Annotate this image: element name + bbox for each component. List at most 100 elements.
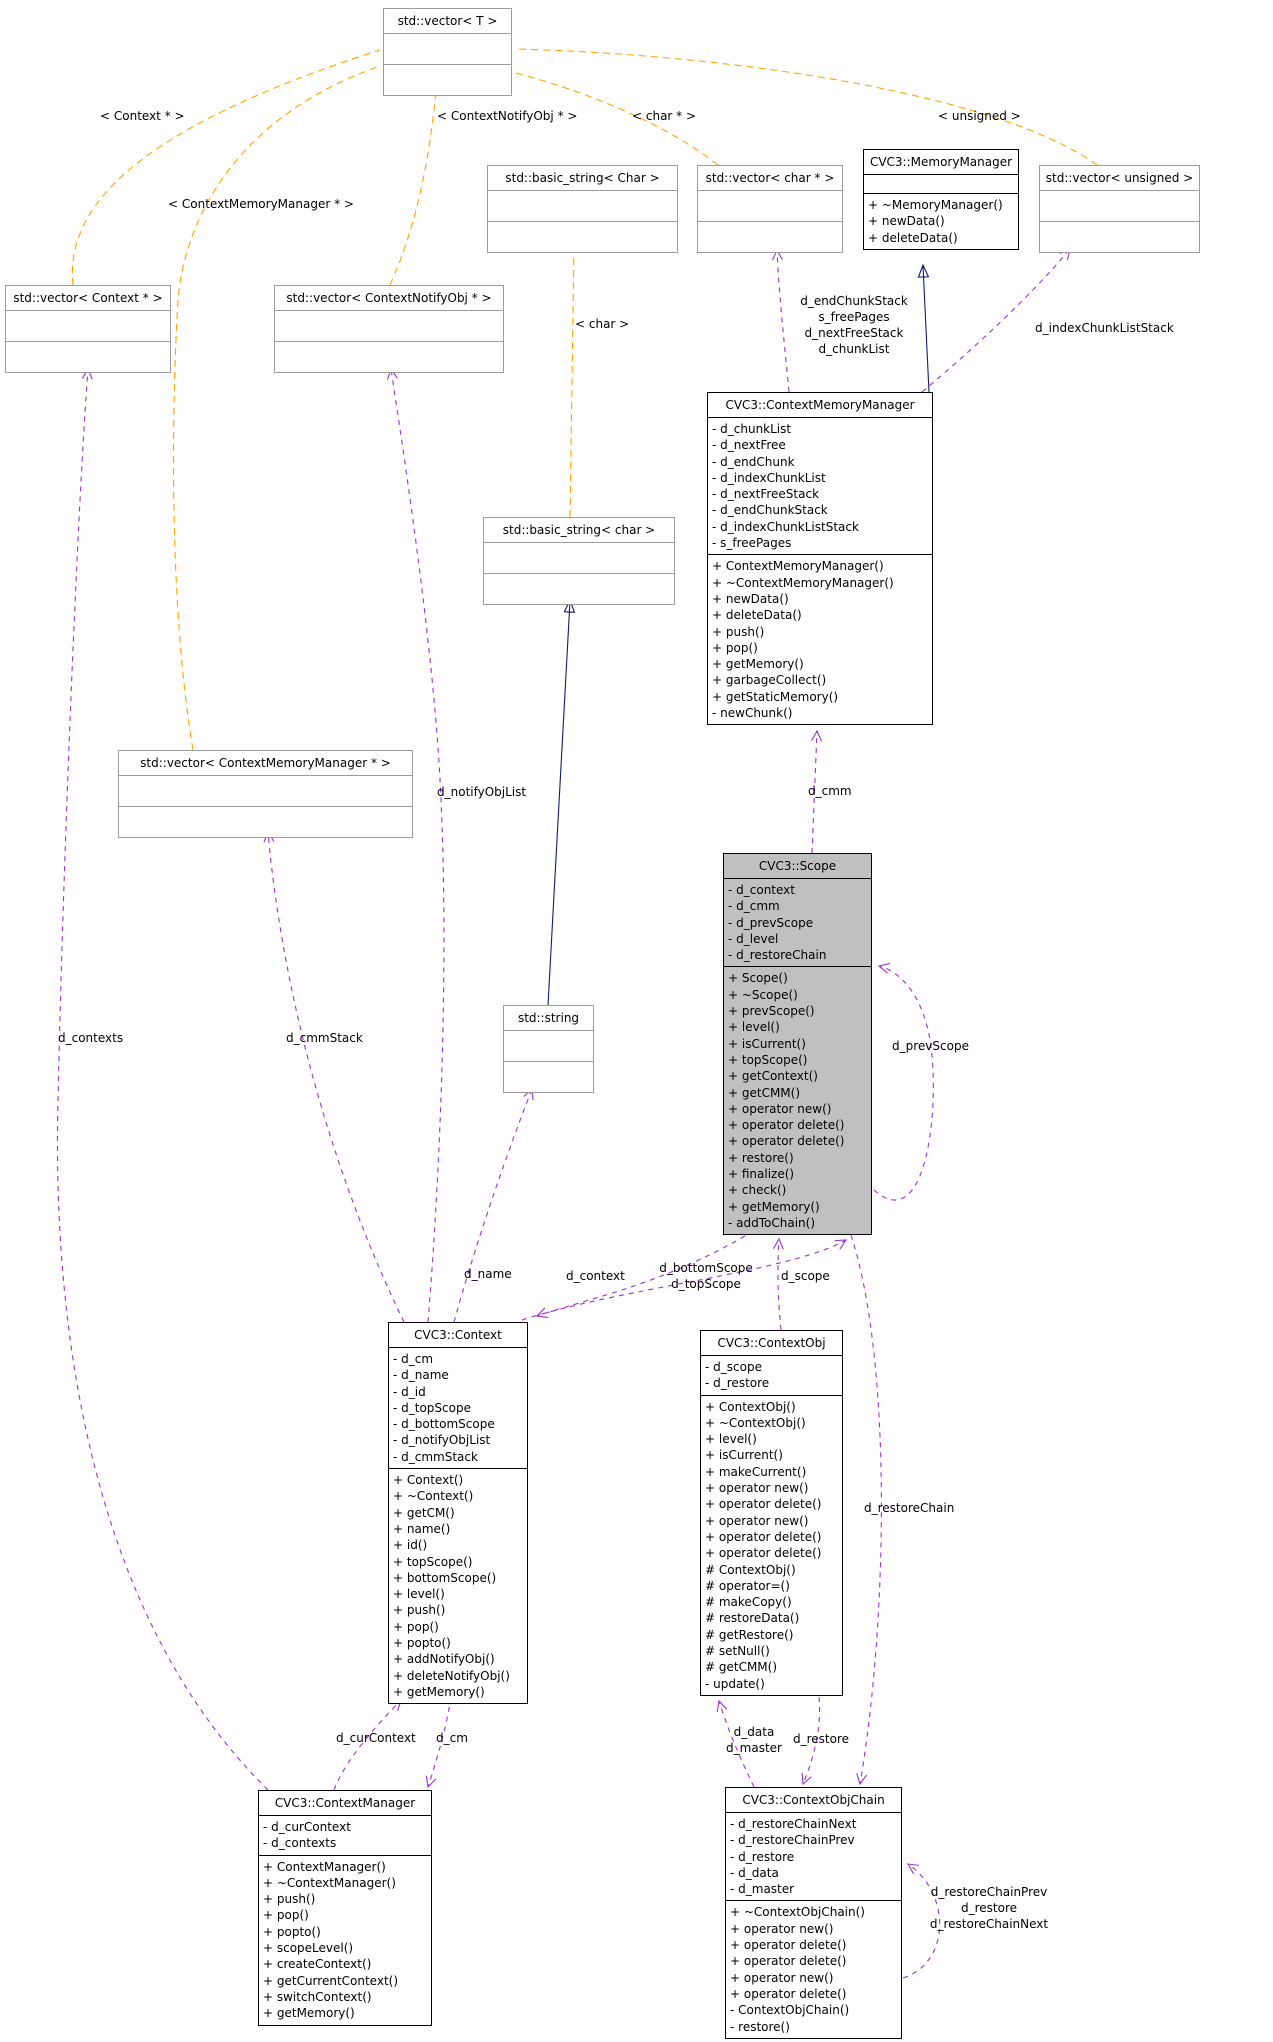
method: - ContextObjChain() xyxy=(730,2003,850,2018)
class-title: std::vector< ContextNotifyObj * > xyxy=(286,291,492,305)
method: + finalize() xyxy=(728,1167,795,1182)
attribute: - d_bottomScope xyxy=(393,1417,495,1432)
edge-label-d-restore: d_restore xyxy=(793,1732,850,1746)
attribute: - d_data xyxy=(730,1865,779,1880)
method: + operator new() xyxy=(728,1101,832,1116)
method: + push() xyxy=(263,1892,316,1907)
edge-label-d-indexchunkliststack: d_indexChunkListStack xyxy=(1035,321,1174,335)
class-std-vector-contextmemorymanager-ptr[interactable]: std::vector< ContextMemoryManager * > xyxy=(118,750,413,838)
method: - addToChain() xyxy=(728,1215,816,1230)
class-attributes-section xyxy=(6,310,170,341)
attribute: - d_cm xyxy=(393,1352,434,1366)
class-methods-section xyxy=(488,221,677,252)
method: + operator delete() xyxy=(705,1546,822,1561)
method: + operator new() xyxy=(730,1921,834,1936)
method: # getRestore() xyxy=(705,1627,794,1642)
class-title: std::basic_string< Char > xyxy=(505,171,660,185)
class-std-vector-context-ptr[interactable]: std::vector< Context * > xyxy=(5,285,171,373)
method: - restore() xyxy=(730,2019,790,2034)
method: + ~ContextMemoryManager() xyxy=(712,575,894,590)
class-title: CVC3::Scope xyxy=(758,859,837,873)
edge-member-d-prevscope xyxy=(873,962,934,1201)
method: + getMemory() xyxy=(263,2006,355,2021)
edge-label-d-cmmstack: d_cmmStack xyxy=(286,1031,363,1045)
class-std-vector-contextnotifyobj-ptr[interactable]: std::vector< ContextNotifyObj * > xyxy=(274,285,504,373)
edge-label-template-unsigned: < unsigned > xyxy=(938,109,1021,123)
class-methods-section xyxy=(1040,221,1199,252)
attribute: - d_indexChunkListStack xyxy=(712,519,859,534)
edge-label-template-char: < char > xyxy=(575,317,630,331)
method: + newData() xyxy=(868,214,945,229)
class-title: std::string xyxy=(517,1011,580,1025)
attribute: - d_master xyxy=(730,1882,795,1897)
class-std-basic-string-template[interactable]: std::basic_string< Char > xyxy=(487,165,678,253)
attribute: - d_scope xyxy=(705,1360,762,1374)
class-title: CVC3::Context xyxy=(414,1328,502,1342)
method: + getMemory() xyxy=(728,1199,820,1214)
attribute: - d_endChunk xyxy=(712,454,795,469)
method: + operator delete() xyxy=(730,1986,847,2001)
method: + getMemory() xyxy=(712,657,804,672)
method: + ~Scope() xyxy=(728,987,798,1002)
class-cvc3-contextobjchain[interactable]: CVC3::ContextObjChain- d_restoreChainNex… xyxy=(725,1787,902,2039)
class-cvc3-contextmemorymanager[interactable]: CVC3::ContextMemoryManager- d_chunkList-… xyxy=(707,392,933,726)
attribute: - d_nextFreeStack xyxy=(712,487,820,502)
method: + operator delete() xyxy=(705,1529,822,1544)
attribute: - d_nextFree xyxy=(712,438,786,453)
attribute: - d_curContext xyxy=(263,1820,351,1834)
method: + Scope() xyxy=(728,971,788,986)
class-attributes-section: - d_curContext- d_contexts xyxy=(259,1815,431,1855)
class-std-vector-t[interactable]: std::vector< T > xyxy=(383,8,512,96)
method: + pop() xyxy=(393,1619,439,1634)
method: + topScope() xyxy=(393,1554,473,1569)
class-cvc3-context[interactable]: CVC3::Context- d_cm- d_name- d_id- d_top… xyxy=(388,1322,528,1705)
class-attributes-section: - d_restoreChainNext- d_restoreChainPrev… xyxy=(726,1812,901,1900)
edge-label-chunk-stacks: d_endChunkStack s_freePages d_nextFreeSt… xyxy=(800,294,908,356)
edge-member-d-context xyxy=(535,1235,746,1319)
method: + operator delete() xyxy=(730,1938,847,1953)
class-methods-section xyxy=(6,341,170,372)
edge-member-d-curcontext xyxy=(333,1699,402,1791)
attribute: - d_id xyxy=(393,1384,426,1399)
method: # operator=() xyxy=(705,1578,790,1593)
edge-member-d-name xyxy=(453,1087,534,1323)
method: + ContextObj() xyxy=(705,1399,796,1414)
attribute: - d_chunkList xyxy=(712,422,792,436)
class-attributes-section: - d_chunkList- d_nextFree- d_endChunk- d… xyxy=(708,417,932,554)
class-title: std::vector< char * > xyxy=(705,171,835,185)
attribute: - d_cmmStack xyxy=(393,1449,478,1464)
class-cvc3-scope[interactable]: CVC3::Scope- d_context- d_cmm- d_prevSco… xyxy=(723,853,872,1236)
method: + newData() xyxy=(712,591,789,606)
class-std-string[interactable]: std::string xyxy=(503,1005,594,1093)
edge-label-d-prevscope: d_prevScope xyxy=(892,1039,969,1053)
class-methods-section xyxy=(484,573,674,604)
class-cvc3-memorymanager[interactable]: CVC3::MemoryManager+ ~MemoryManager()+ n… xyxy=(863,149,1019,250)
attribute: - d_name xyxy=(393,1368,449,1383)
method: + push() xyxy=(393,1603,446,1618)
class-methods-section: + ~ContextObjChain()+ operator new()+ op… xyxy=(726,1900,901,2037)
edge-member-d-restore xyxy=(801,1696,821,1786)
attribute: - d_indexChunkList xyxy=(712,470,826,485)
class-attributes-section xyxy=(698,190,842,221)
class-std-vector-char-ptr[interactable]: std::vector< char * > xyxy=(697,165,843,253)
class-std-vector-unsigned[interactable]: std::vector< unsigned > xyxy=(1039,165,1200,253)
edge-inherit-contextmemorymanager-memorymanager xyxy=(917,263,930,393)
method: + ~ContextObjChain() xyxy=(730,1905,865,1920)
class-std-basic-string-char[interactable]: std::basic_string< char > xyxy=(483,517,675,605)
attribute: - d_cmm xyxy=(728,899,780,914)
class-cvc3-contextobj[interactable]: CVC3::ContextObj- d_scope- d_restore+ Co… xyxy=(700,1330,843,1696)
class-attributes-section xyxy=(864,174,1018,193)
method: + topScope() xyxy=(728,1052,808,1067)
method: + operator new() xyxy=(730,1970,834,1985)
edge-member-d-notifyobjlist xyxy=(386,367,445,1323)
class-cvc3-contextmanager[interactable]: CVC3::ContextManager- d_curContext- d_co… xyxy=(258,1790,432,2026)
method: + makeCurrent() xyxy=(705,1464,807,1479)
method: + ~MemoryManager() xyxy=(868,198,1003,212)
edge-label-d-restorechain: d_restoreChain xyxy=(864,1501,955,1515)
method: + pop() xyxy=(263,1908,309,1923)
class-methods-section xyxy=(504,1061,593,1092)
edge-member-d-data-d-master xyxy=(716,1699,755,1788)
method: + createContext() xyxy=(263,1957,372,1972)
